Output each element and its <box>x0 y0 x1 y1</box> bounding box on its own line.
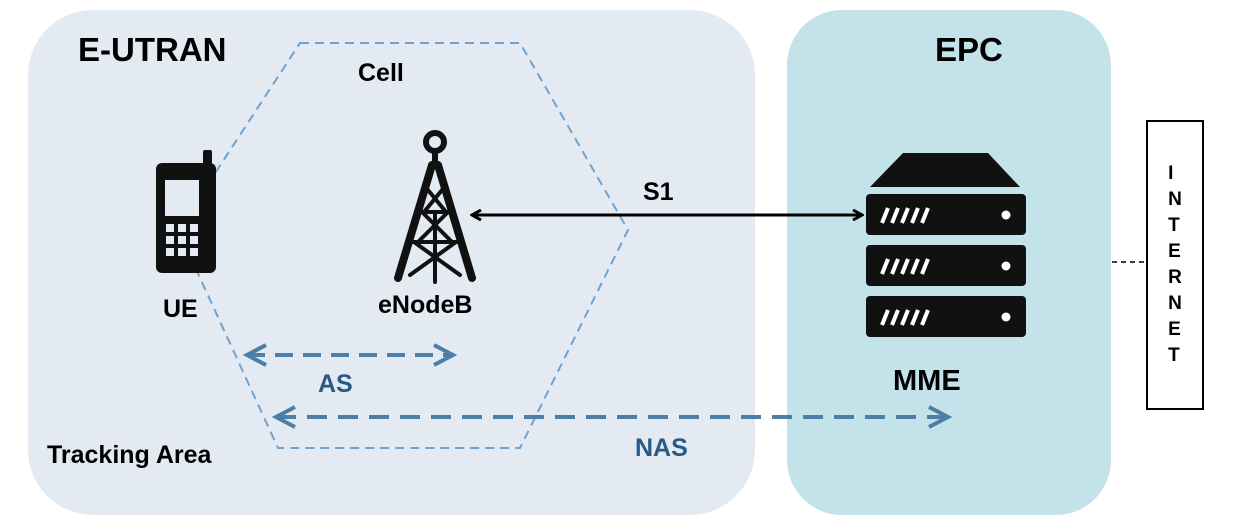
server-icon <box>866 153 1026 337</box>
internet-letter: N <box>1168 189 1182 210</box>
internet-letter: T <box>1168 345 1180 366</box>
internet-letter: I <box>1168 163 1174 184</box>
s1-label: S1 <box>643 178 674 206</box>
internet-letter: E <box>1168 241 1181 262</box>
as-label: AS <box>318 370 353 398</box>
ue-label: UE <box>163 295 198 323</box>
epc-label: EPC <box>935 31 1003 68</box>
mme-label: MME <box>893 365 961 397</box>
internet-letter: E <box>1168 319 1181 340</box>
enodeb-label: eNodeB <box>378 291 472 319</box>
cell-label: Cell <box>358 59 404 87</box>
phone-icon <box>156 150 216 273</box>
tracking-area-label: Tracking Area <box>47 441 213 469</box>
internet-letter: R <box>1168 267 1182 288</box>
eutran-label: E-UTRAN <box>78 31 226 68</box>
internet-letter: N <box>1168 293 1182 314</box>
eutran-region <box>28 10 755 515</box>
internet-letter: T <box>1168 215 1180 236</box>
cell-tower-icon <box>394 130 476 284</box>
nas-label: NAS <box>635 434 688 462</box>
